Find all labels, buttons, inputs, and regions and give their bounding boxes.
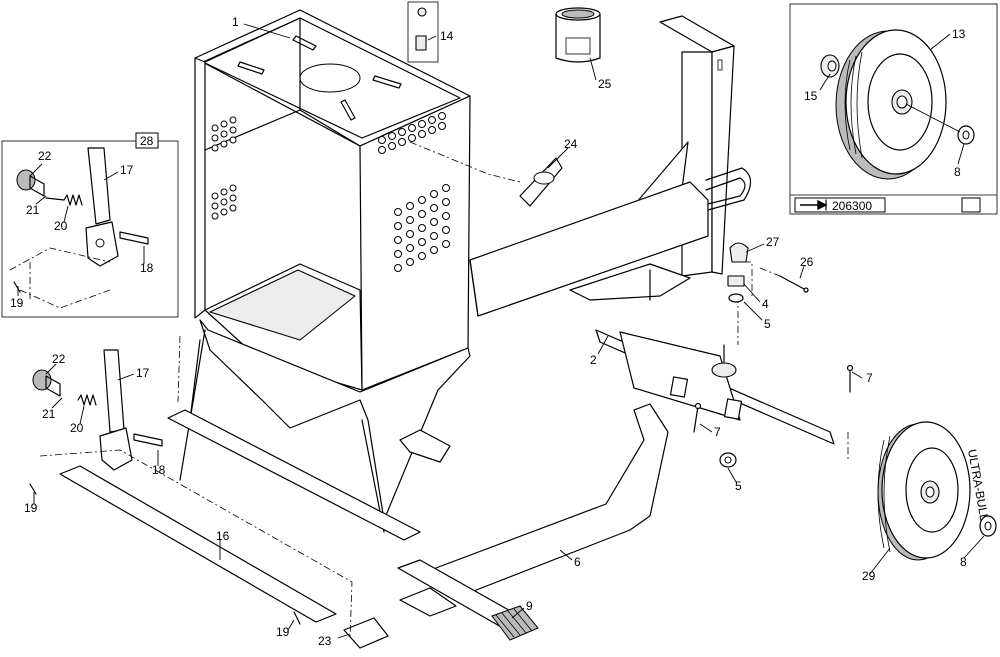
callout-26: 26: [800, 255, 814, 269]
callout-27: 27: [766, 235, 780, 249]
callout-6: 6: [574, 555, 581, 569]
callout-leaders: [17, 23, 985, 639]
callout-23: 23: [318, 634, 332, 648]
callout-19-bottom: 19: [276, 625, 290, 639]
callout-9: 9: [526, 599, 533, 613]
callout-25: 25: [598, 77, 612, 91]
callout-7-center: 7: [714, 425, 721, 439]
main-frame: [469, 15, 752, 317]
callout-17-inset: 17: [120, 163, 134, 177]
shaft-16: [39, 335, 421, 649]
inset-28-pedal-assembly: [1, 132, 179, 318]
paint-can-25: [555, 7, 601, 63]
callout-19-inset: 19: [10, 296, 24, 310]
callout-14: 14: [440, 29, 454, 43]
callout-4: 4: [762, 297, 769, 311]
pin-26: [759, 267, 809, 293]
inset-13-wheel-kit: [789, 3, 998, 215]
callout-8-inset: 8: [954, 165, 961, 179]
callout-16: 16: [216, 529, 230, 543]
callout-2: 2: [590, 353, 597, 367]
callout-numbers: 1 2 4 5 5 6 7 7 8 8 9 13 14 15 16 17 17 …: [10, 15, 967, 648]
callout-18-main: 18: [152, 463, 166, 477]
callout-24: 24: [564, 137, 578, 151]
washer-5: [719, 452, 737, 468]
cap-27: [729, 242, 753, 298]
callout-8-wheel: 8: [960, 555, 967, 569]
callout-20-inset: 20: [54, 219, 68, 233]
callout-21-inset: 21: [26, 203, 40, 217]
pin-19-bottom: [293, 611, 301, 625]
callout-22-main: 22: [52, 352, 66, 366]
callout-5-top: 5: [764, 317, 771, 331]
callout-1: 1: [232, 15, 239, 29]
callout-17-main: 17: [136, 366, 150, 380]
handle-6: [397, 403, 669, 641]
axle-assembly: [595, 296, 835, 445]
fitting-14: [407, 1, 439, 63]
callout-13: 13: [952, 27, 966, 41]
callout-20-main: 20: [70, 421, 84, 435]
callout-29: 29: [862, 569, 876, 583]
wheel-29: ULTRA-BULL: [847, 421, 997, 561]
decal-dashed-leader: [409, 141, 521, 183]
callout-22-inset: 22: [38, 149, 52, 163]
vent-holes-right: [378, 112, 450, 272]
callout-5-bottom: 5: [735, 479, 742, 493]
pin-7-right: [846, 364, 854, 393]
wheel-kit-part-number: 206300: [832, 199, 872, 213]
pin-7-center: [693, 402, 702, 433]
callout-19-main: 19: [24, 501, 38, 515]
callout-18-inset: 18: [140, 261, 154, 275]
inset-28-label-box: [135, 132, 159, 149]
nut-4: [727, 275, 745, 303]
pedal-17: [29, 349, 163, 495]
vent-holes-left: [211, 116, 237, 220]
hopper-body: [179, 9, 471, 533]
decal-24: [519, 157, 563, 207]
callout-7-right: 7: [866, 371, 873, 385]
arrow-right-icon: [800, 199, 828, 211]
callout-15: 15: [804, 89, 818, 103]
callout-28: 28: [140, 134, 154, 148]
callout-21-main: 21: [42, 407, 56, 421]
